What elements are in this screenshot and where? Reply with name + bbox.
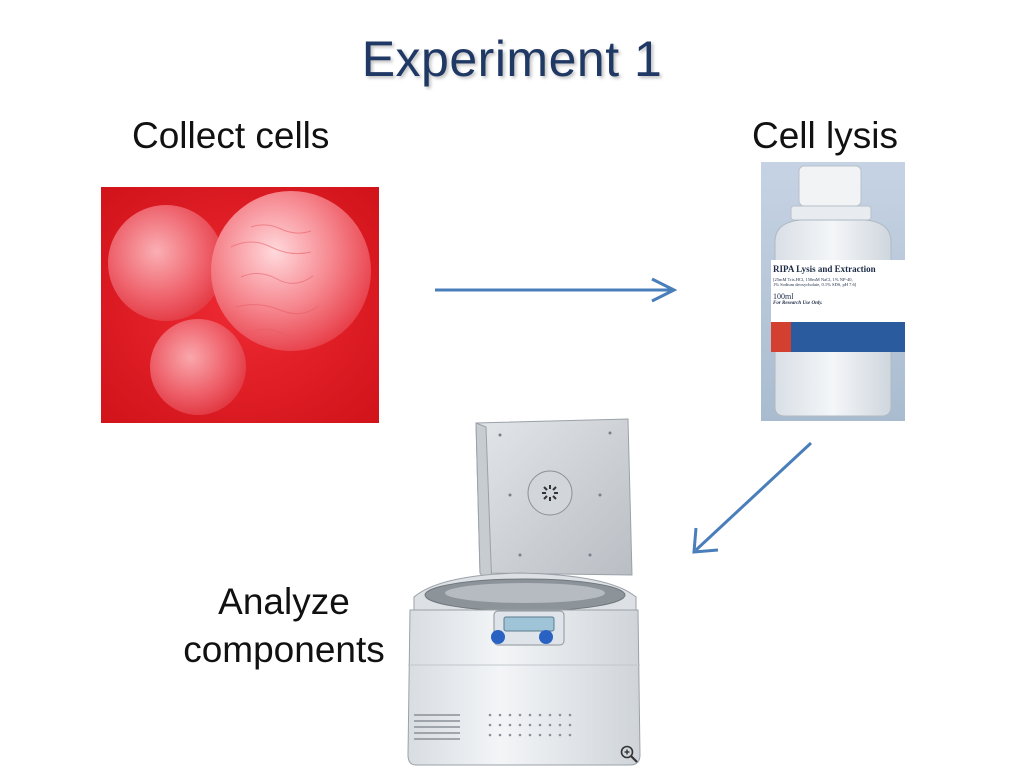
step-label-analyze-line2: components: [183, 629, 385, 671]
step-label-analyze-line1: Analyze: [218, 581, 350, 622]
cells-micrograph: [101, 187, 379, 423]
arrow-down-left: [692, 441, 813, 554]
step-label-lysis: Cell lysis: [752, 115, 898, 156]
bottle-formula-line1: [25mM Tris.HCl, 150mM NaCl, 1% NP-40,: [773, 277, 853, 282]
bottle-brand: G-Biosciences: [793, 314, 829, 320]
lysis-buffer-bottle: RIPA Lysis and Extraction [25mM Tris.HCl…: [761, 162, 905, 421]
step-label-collect: Collect cells: [132, 115, 330, 156]
bottle-formula-line2: 1% Sodium deoxycholate, 0.1% SDS, pH 7.6…: [773, 282, 857, 287]
bottle-product-name: RIPA Lysis and Extraction: [773, 264, 876, 274]
centrifuge-image: [400, 415, 645, 767]
zoom-in-icon[interactable]: [619, 744, 639, 764]
step-label-analyze: Analyze components: [168, 578, 400, 674]
bottle-research-note: For Research Use Only.: [773, 301, 823, 306]
bottle-volume: 100ml: [773, 292, 794, 301]
arrow-right: [435, 277, 678, 303]
slide-title: Experiment 1: [361, 31, 663, 87]
